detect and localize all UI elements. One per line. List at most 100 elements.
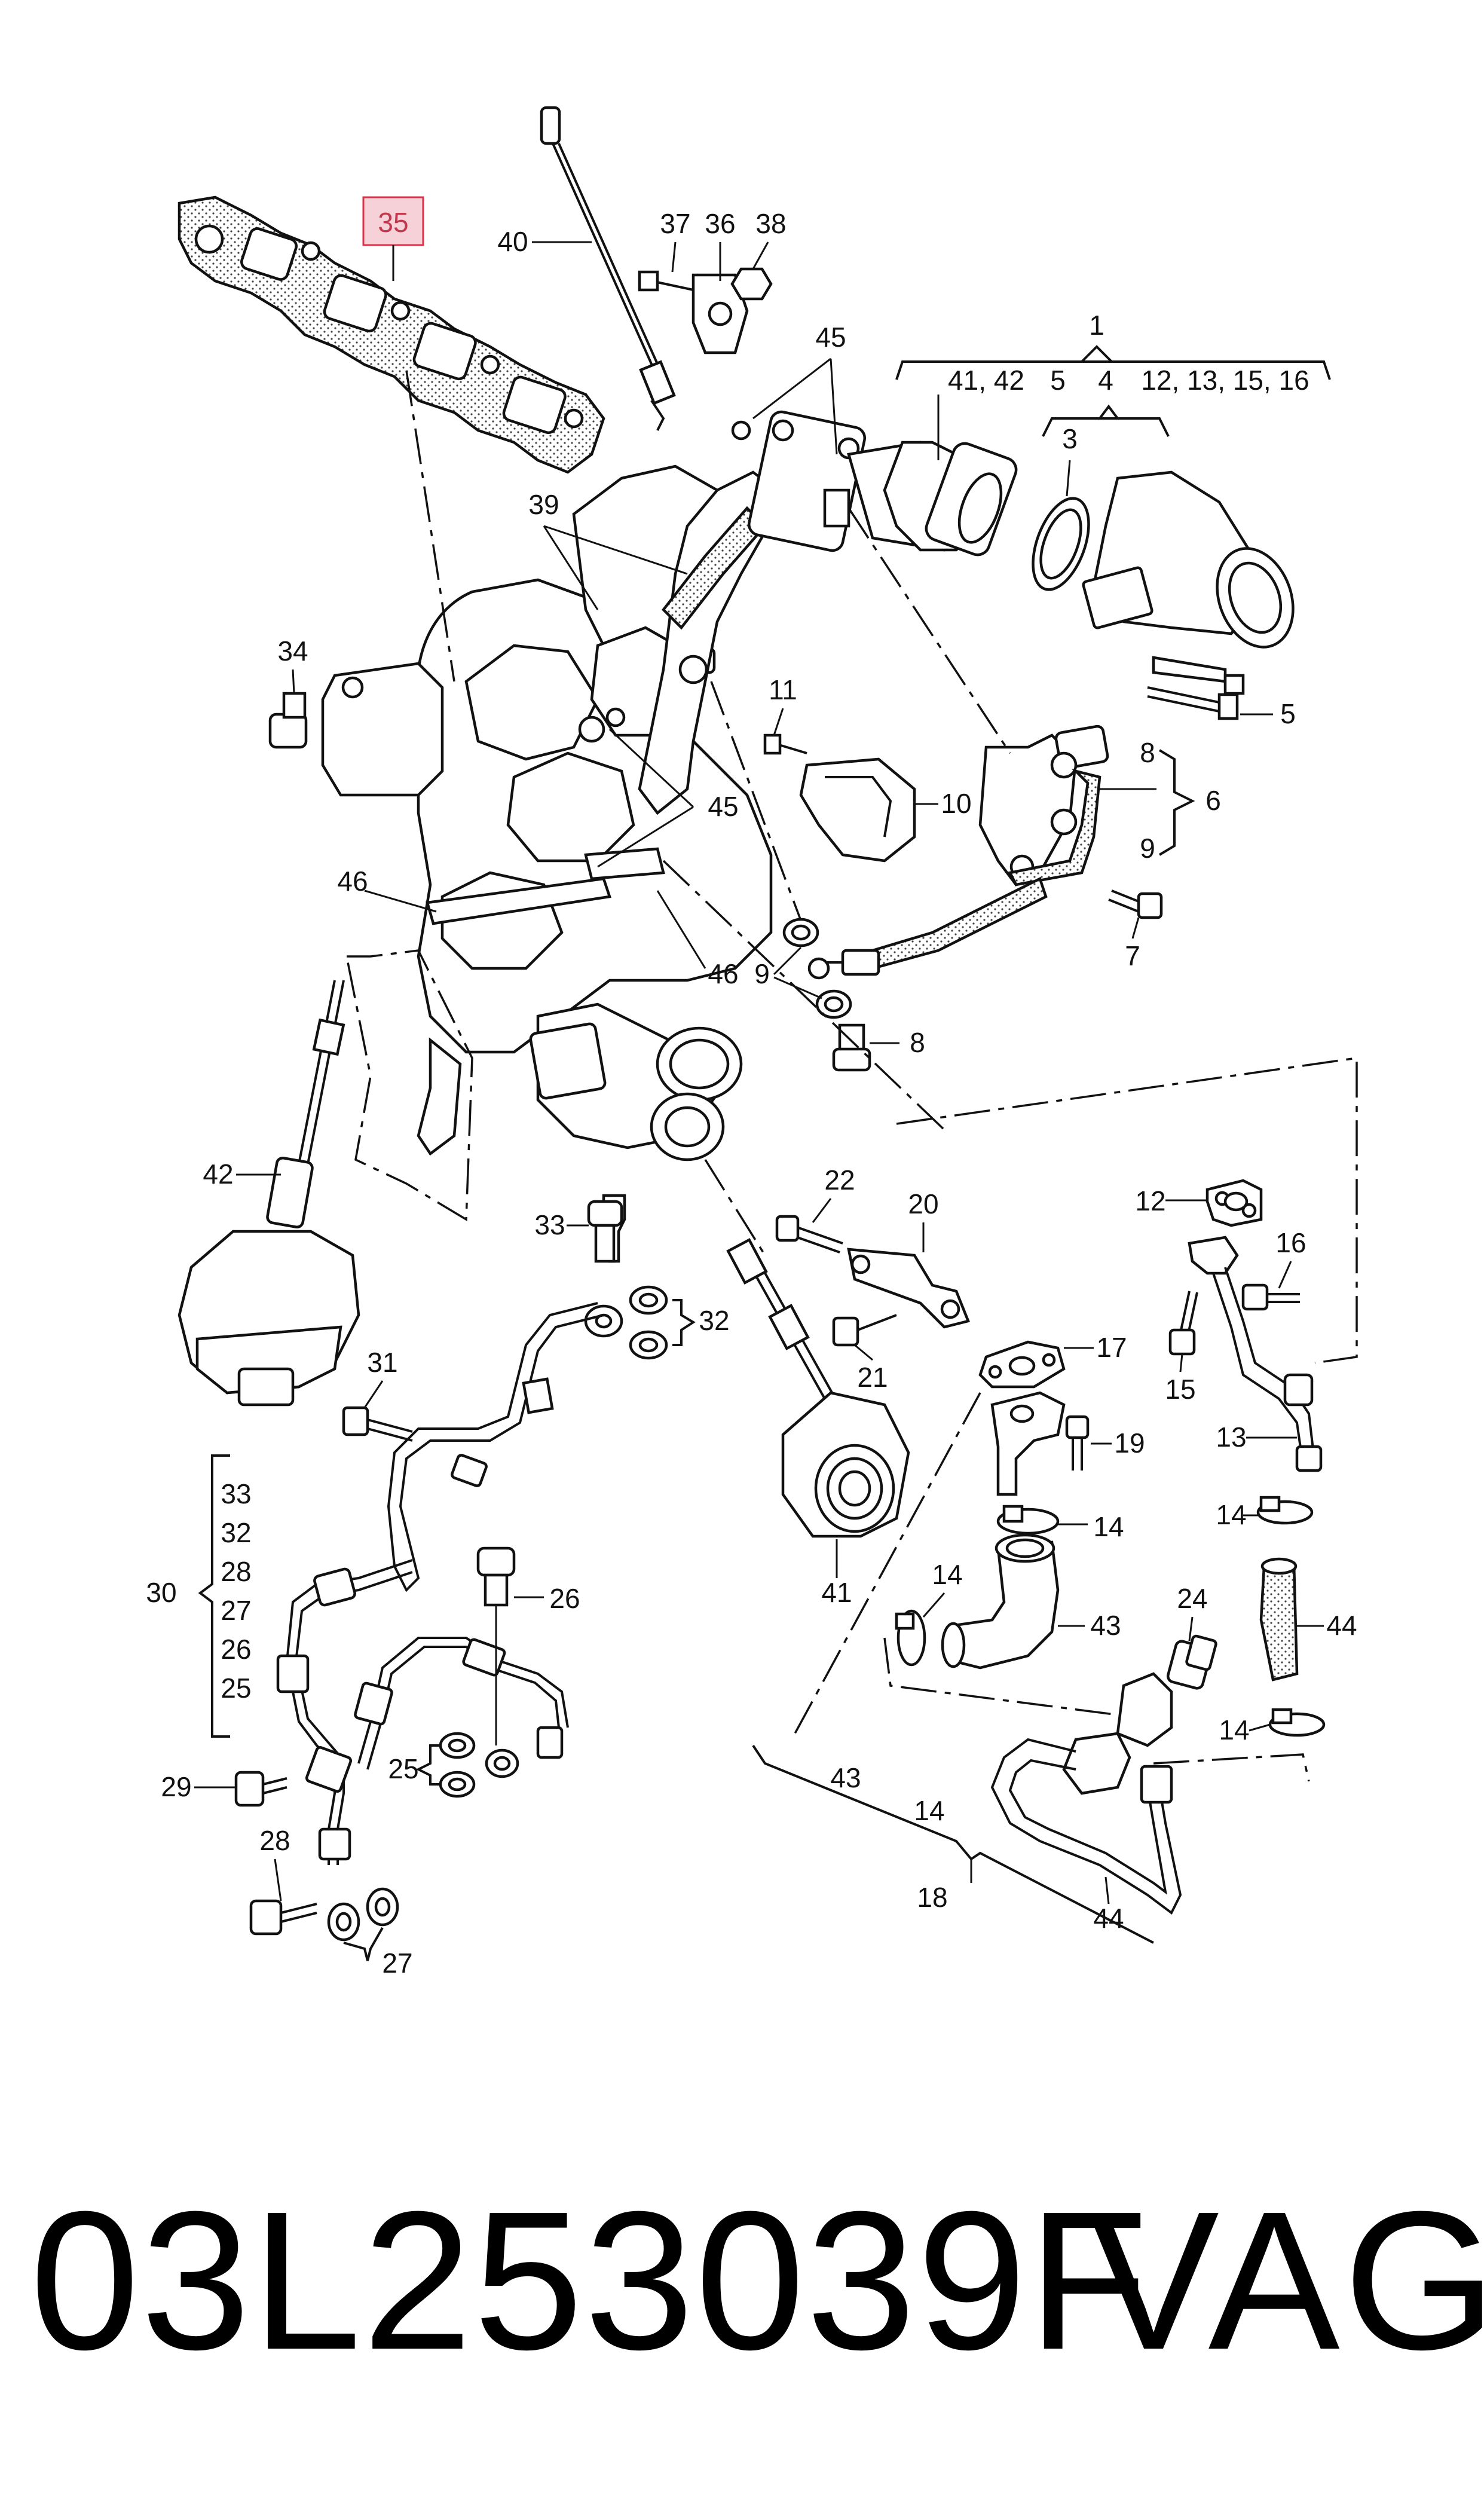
- group-27: 27: [221, 1595, 251, 1626]
- elbow-hose-43: [941, 1533, 1060, 1670]
- hose-clamp-14a: [996, 1505, 1060, 1535]
- bolt-21: [832, 1314, 897, 1347]
- callout-14b: 14: [1216, 1499, 1246, 1530]
- banjo-bolt-28: [249, 1899, 317, 1936]
- group-26: 26: [221, 1634, 251, 1665]
- bolt-7: [1108, 889, 1163, 919]
- callout-8b: 8: [910, 1027, 925, 1058]
- callout-44b: 44: [1093, 1903, 1124, 1934]
- wastegate-actuator-42: [178, 980, 360, 1407]
- bolt-22: [775, 1215, 843, 1254]
- part-number: 03L253039F: [30, 2170, 1150, 2390]
- egr-valve-assembly: [883, 441, 1295, 695]
- callout-12-13-15-16: 12, 13, 15, 16: [1141, 365, 1309, 396]
- callout-9a: 9: [1140, 833, 1155, 864]
- coolant-pipe-13: [1188, 1236, 1323, 1472]
- bolt-29: [234, 1771, 287, 1807]
- callout-46a: 46: [337, 866, 368, 897]
- callout-14e: 14: [914, 1795, 944, 1826]
- callout-37: 37: [660, 208, 690, 239]
- group-33: 33: [221, 1478, 251, 1509]
- callout-33: 33: [534, 1209, 565, 1240]
- coolant-pipe-18: [990, 1672, 1182, 1915]
- callout-43a: 43: [1090, 1610, 1121, 1641]
- callout-45b: 45: [708, 791, 738, 822]
- banjo-bolt-8: [832, 1023, 871, 1072]
- bolt-15: [1168, 1291, 1198, 1356]
- callout-36: 36: [705, 208, 735, 239]
- gasket-12: [1205, 1179, 1263, 1227]
- callout-40: 40: [497, 226, 528, 257]
- callout-8a: 8: [1140, 737, 1155, 768]
- callout-7: 7: [1125, 940, 1140, 971]
- callout-46b: 46: [708, 958, 738, 989]
- coolant-hose-44: [1259, 1557, 1299, 1682]
- bolt-19: [1065, 1415, 1090, 1471]
- callout-26: 26: [549, 1583, 580, 1614]
- callout-28: 28: [259, 1825, 290, 1856]
- pressure-pipe: [825, 876, 1048, 976]
- callout-1: 1: [1089, 310, 1104, 341]
- callout-4: 4: [1098, 365, 1113, 396]
- banjo-bolt-33: [587, 1200, 623, 1263]
- exploded-parts-diagram: 35 40 37 36 38: [146, 106, 1358, 1979]
- callout-35: 35: [378, 207, 408, 238]
- bolt-31: [342, 1406, 413, 1442]
- callout-27: 27: [382, 1948, 412, 1979]
- callout-45a: 45: [815, 322, 846, 353]
- callout-11: 11: [769, 674, 797, 705]
- callout-21: 21: [857, 1362, 888, 1393]
- callout-29: 29: [161, 1771, 191, 1802]
- hose-clamp-14b: [1256, 1496, 1314, 1525]
- callout-34: 34: [277, 635, 308, 667]
- callout-44a: 44: [1326, 1610, 1357, 1641]
- clamp-band: [426, 847, 665, 925]
- callout-20: 20: [908, 1188, 938, 1219]
- hose-clamp-14d: [1268, 1708, 1326, 1737]
- oil-supply-line: [387, 1194, 626, 1592]
- group-28: 28: [221, 1556, 251, 1587]
- turbocharger-manifold: [321, 464, 773, 1161]
- callout-31: 31: [367, 1347, 397, 1378]
- callout-12: 12: [1135, 1185, 1165, 1216]
- coolant-flange: [990, 1391, 1066, 1496]
- callout-38: 38: [755, 208, 786, 239]
- pressure-sensor-bracket: [978, 724, 1109, 886]
- group-32: 32: [221, 1517, 251, 1548]
- callout-25: 25: [388, 1753, 418, 1784]
- callout-13: 13: [1216, 1421, 1246, 1453]
- brand-name: VAG: [1088, 2170, 1484, 2390]
- temperature-sensor-24: [1166, 1634, 1217, 1690]
- callout-41-42: 41, 42: [948, 365, 1024, 396]
- callout-16: 16: [1275, 1227, 1306, 1258]
- bracket-20: [847, 1248, 971, 1329]
- banjo-bolt-26: [476, 1546, 516, 1607]
- callout-32: 32: [699, 1305, 729, 1336]
- callout-3: 3: [1062, 423, 1078, 454]
- callout-18: 18: [917, 1882, 947, 1913]
- mounting-bracket: [638, 267, 773, 354]
- washers-27: [327, 1887, 399, 1942]
- copper-washers-32: [629, 1285, 668, 1360]
- wastegate-actuator-41: [726, 1238, 910, 1538]
- washers-25: [439, 1732, 519, 1798]
- highlight-box-35: [362, 196, 424, 246]
- callout-6: 6: [1205, 785, 1221, 816]
- nut-34: [268, 692, 308, 749]
- callout-42: 42: [203, 1158, 233, 1190]
- gasket-17: [978, 1340, 1066, 1389]
- callout-24: 24: [1177, 1583, 1207, 1614]
- callout-30: 30: [146, 1577, 176, 1608]
- group-25: 25: [221, 1673, 251, 1704]
- callout-5a: 5: [1050, 365, 1066, 396]
- callout-41: 41: [821, 1577, 852, 1608]
- sealing-washers-9: [782, 918, 852, 1019]
- callout-14c: 14: [932, 1559, 962, 1590]
- bolt-16: [1241, 1283, 1300, 1311]
- callout-22: 22: [824, 1164, 855, 1196]
- oxygen-sensor: [540, 106, 676, 431]
- callout-5b: 5: [1280, 698, 1296, 729]
- hose-clamp-14c: [895, 1609, 926, 1667]
- callout-14d: 14: [1219, 1714, 1249, 1745]
- callout-14a: 14: [1093, 1511, 1124, 1542]
